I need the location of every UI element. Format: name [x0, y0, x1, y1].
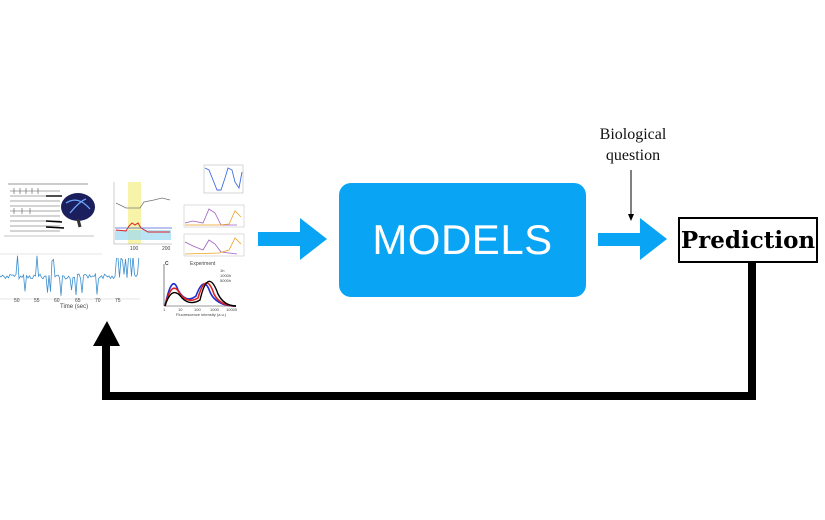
- prediction-box: Prediction: [678, 217, 818, 263]
- density-plot-graphic: [163, 264, 237, 307]
- density-plot-thumbnail: C Experiment 1h 1000h 5000h 1 10 100 100…: [152, 260, 240, 318]
- density-legend-item: 5000h: [220, 278, 232, 283]
- arrow-biological-question: [628, 170, 634, 221]
- density-title: Experiment: [190, 261, 216, 267]
- density-x-tick: 10000: [226, 307, 238, 312]
- density-legend-item: 1000h: [220, 273, 232, 278]
- density-x-tick: 100: [194, 307, 201, 312]
- density-x-tick: 1: [163, 307, 166, 312]
- oscillation-plot-graphic: [203, 164, 244, 194]
- eeg-x-ticks: 50 55 60 65 70 75: [0, 298, 140, 306]
- signal-plot-graphic: [113, 182, 172, 245]
- signal-x-tick: 100: [130, 246, 139, 252]
- eeg-x-tick: 60: [54, 298, 60, 304]
- prediction-label: Prediction: [680, 226, 816, 254]
- biological-question-line: question: [605, 147, 661, 164]
- density-legend-item: 1h: [220, 268, 225, 273]
- eeg-trace-thumbnail: 50 55 60 65 70 75 Time (sec): [0, 252, 140, 312]
- density-x-tick: 1000: [210, 307, 219, 312]
- eeg-x-tick: 55: [34, 298, 40, 304]
- biological-question-line: Biological: [599, 126, 667, 143]
- feedback-loop-arrow: [93, 261, 756, 400]
- density-legend: 1h 1000h 5000h: [220, 268, 231, 283]
- density-x-tick: 10: [178, 307, 183, 312]
- eeg-x-tick: 70: [95, 298, 101, 304]
- timecourse-plot-1-graphic: [183, 204, 245, 228]
- arrow-models-to-prediction: [598, 218, 667, 260]
- eeg-x-label: Time (sec): [60, 304, 89, 310]
- arrow-data-to-models: [258, 218, 327, 260]
- eeg-x-tick: 65: [75, 298, 81, 304]
- density-panel-letter: C: [165, 261, 169, 267]
- models-box: MODELS: [339, 183, 586, 297]
- signal-plot-thumbnail: 100 200: [102, 178, 174, 258]
- eeg-channels-graphic: [0, 181, 98, 241]
- density-x-label: Fluorescence intensity (a.u.): [176, 312, 227, 317]
- timecourse-plot-2-thumbnail: [179, 232, 247, 260]
- biological-question-label: Biological question: [588, 124, 678, 166]
- signal-x-tick: 200: [162, 246, 171, 252]
- eeg-channels-brain-thumbnail: [0, 181, 98, 241]
- timecourse-plot-2-graphic: [183, 233, 245, 257]
- eeg-x-tick: 50: [14, 298, 20, 304]
- models-label: MODELS: [372, 216, 553, 263]
- timecourse-plot-1-thumbnail: [179, 203, 247, 231]
- oscillation-plot-thumbnail: [200, 162, 245, 198]
- eeg-x-tick: 75: [115, 298, 121, 304]
